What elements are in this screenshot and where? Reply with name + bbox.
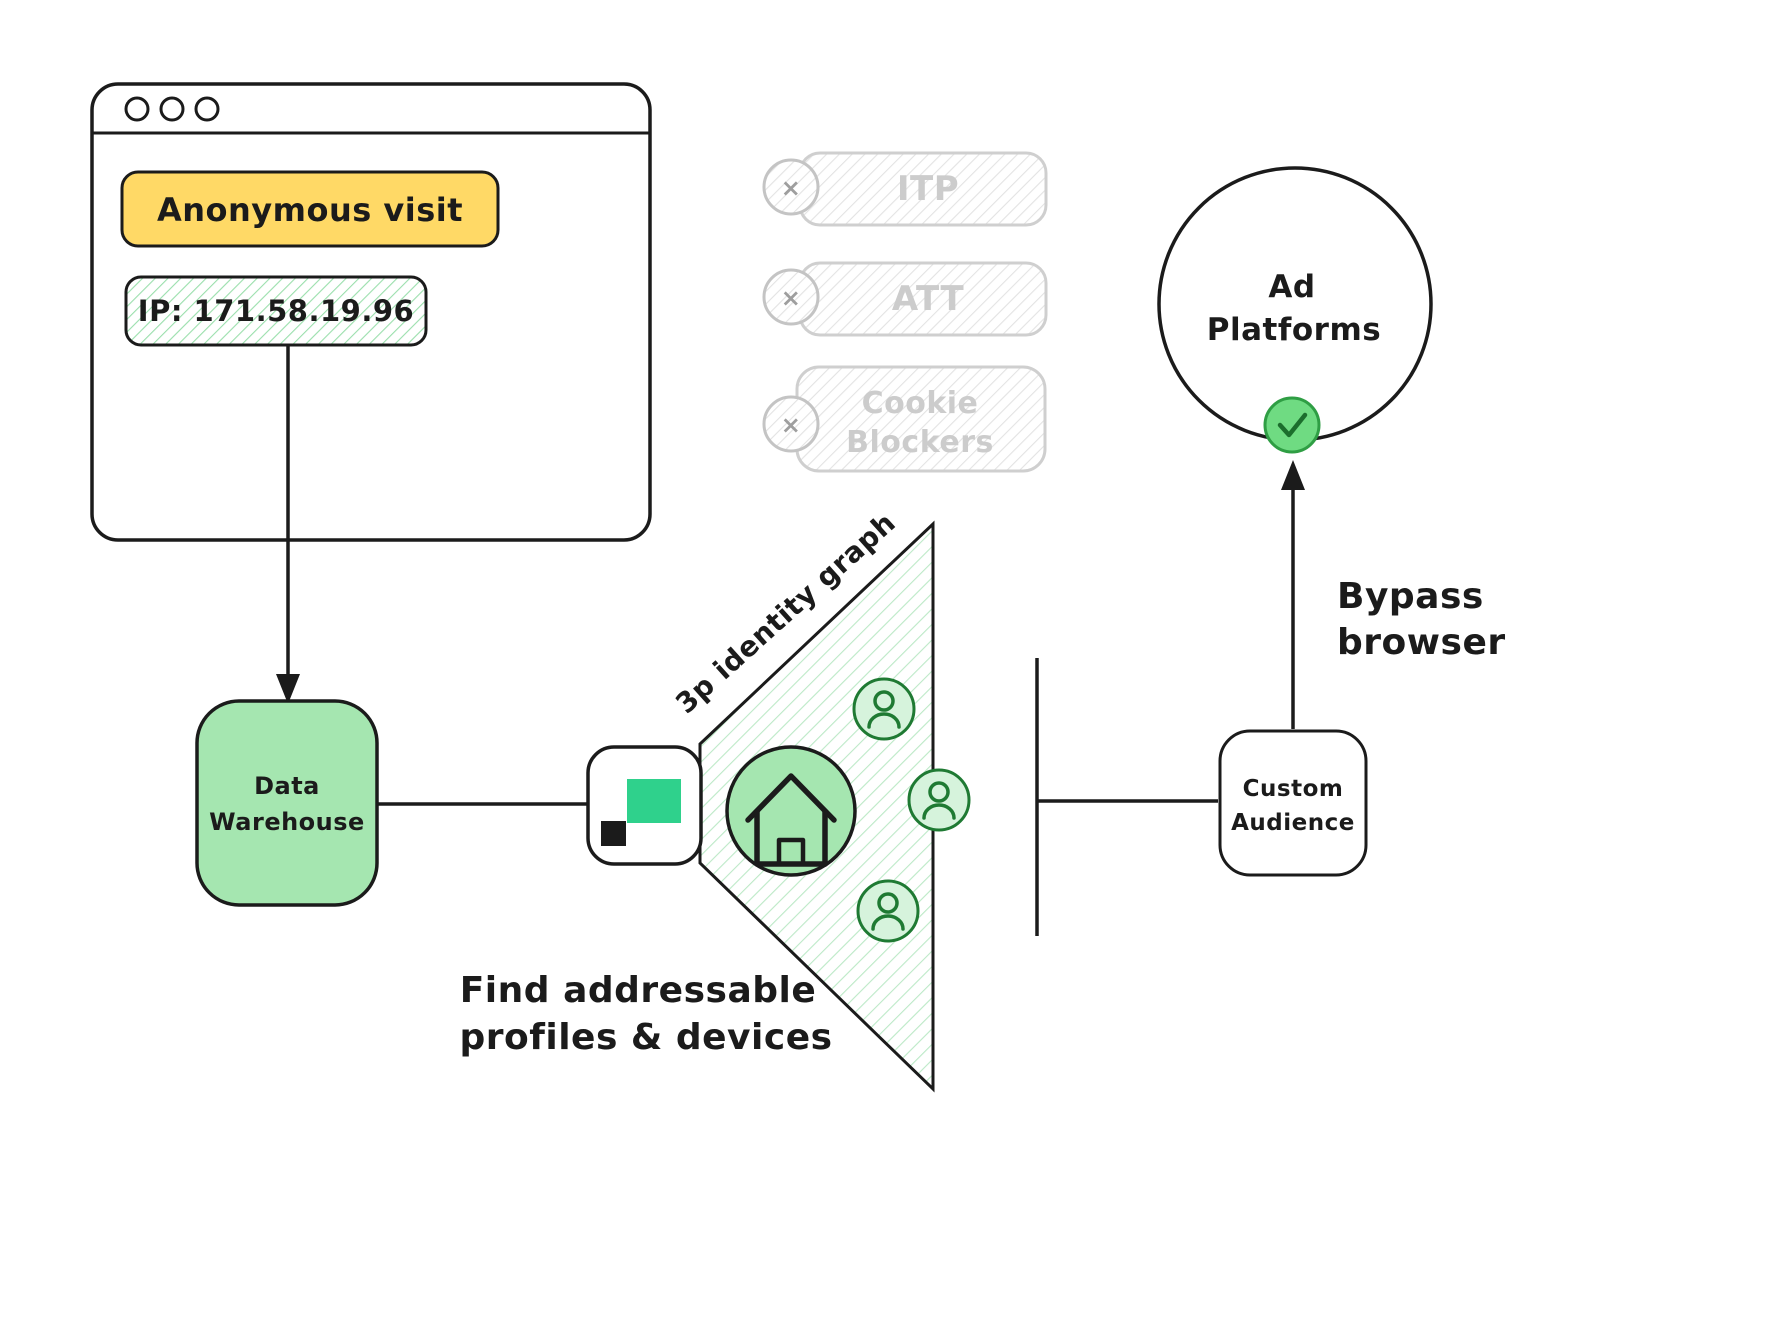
anonymous-visit-chip bbox=[120, 170, 500, 248]
blocker-att-label: ATT bbox=[892, 279, 965, 319]
custom-audience-shape bbox=[1218, 729, 1368, 877]
logo-green-square-icon bbox=[627, 779, 681, 823]
anonymous-visit-label: Anonymous visit bbox=[157, 191, 463, 229]
data-warehouse-shape bbox=[195, 699, 379, 907]
bypass-label-line2: browser bbox=[1337, 622, 1506, 663]
person-badge bbox=[856, 879, 920, 943]
blocker-itp-x-badge bbox=[762, 158, 820, 216]
check-badge bbox=[1263, 396, 1321, 454]
household-circle bbox=[725, 745, 857, 877]
blocker-att-x-badge bbox=[762, 268, 820, 326]
x-icon: × bbox=[781, 284, 802, 312]
ad-platforms-label-line1: Ad bbox=[1268, 269, 1315, 305]
person-badge bbox=[907, 768, 971, 832]
person-badge bbox=[852, 677, 916, 741]
privacy-blockers-group: × ITP × ATT × Cookie Blockers bbox=[762, 151, 1048, 473]
arrow-audience-to-platforms bbox=[1281, 460, 1305, 729]
logo-black-square-icon bbox=[601, 821, 626, 846]
blocker-cookie-x-badge bbox=[762, 395, 820, 453]
logo-box bbox=[586, 745, 703, 866]
arrowhead-down-icon bbox=[276, 674, 300, 704]
arrow-browser-to-warehouse bbox=[276, 346, 300, 704]
person-icon bbox=[877, 892, 899, 914]
custom-audience-node: Custom Audience bbox=[1218, 729, 1368, 877]
data-warehouse-label-line1: Data bbox=[254, 772, 320, 800]
custom-audience-label-line1: Custom bbox=[1243, 776, 1344, 802]
x-icon: × bbox=[781, 174, 802, 202]
data-warehouse-label-line2: Warehouse bbox=[209, 808, 365, 836]
arrowhead-up-icon bbox=[1281, 460, 1305, 490]
funnel-caption-line2: profiles & devices bbox=[459, 1017, 832, 1058]
house-icon bbox=[745, 773, 837, 867]
data-warehouse-node: Data Warehouse bbox=[195, 699, 379, 907]
ad-platforms-node: Ad Platforms bbox=[1157, 166, 1433, 454]
ip-chip bbox=[124, 275, 428, 347]
funnel-caption-line1: Find addressable bbox=[460, 970, 817, 1011]
person-icon bbox=[873, 690, 895, 712]
traffic-light-icon bbox=[124, 96, 150, 122]
check-icon bbox=[1277, 412, 1308, 438]
blocker-cookie-label-line2: Blockers bbox=[846, 425, 994, 460]
bypass-label-line1: Bypass bbox=[1337, 576, 1484, 617]
traffic-light-icon bbox=[159, 96, 185, 122]
traffic-light-icon bbox=[194, 96, 220, 122]
blocker-itp-label: ITP bbox=[897, 169, 959, 209]
ip-label: IP: 171.58.19.96 bbox=[138, 294, 414, 328]
custom-audience-label-line2: Audience bbox=[1231, 810, 1355, 836]
ad-platforms-label-line2: Platforms bbox=[1207, 312, 1381, 348]
person-icon bbox=[928, 781, 950, 803]
browser-window: Anonymous visit IP: 171.58.19.96 bbox=[90, 82, 652, 542]
blocker-cookie-label-line1: Cookie bbox=[862, 386, 979, 421]
x-icon: × bbox=[781, 411, 802, 439]
